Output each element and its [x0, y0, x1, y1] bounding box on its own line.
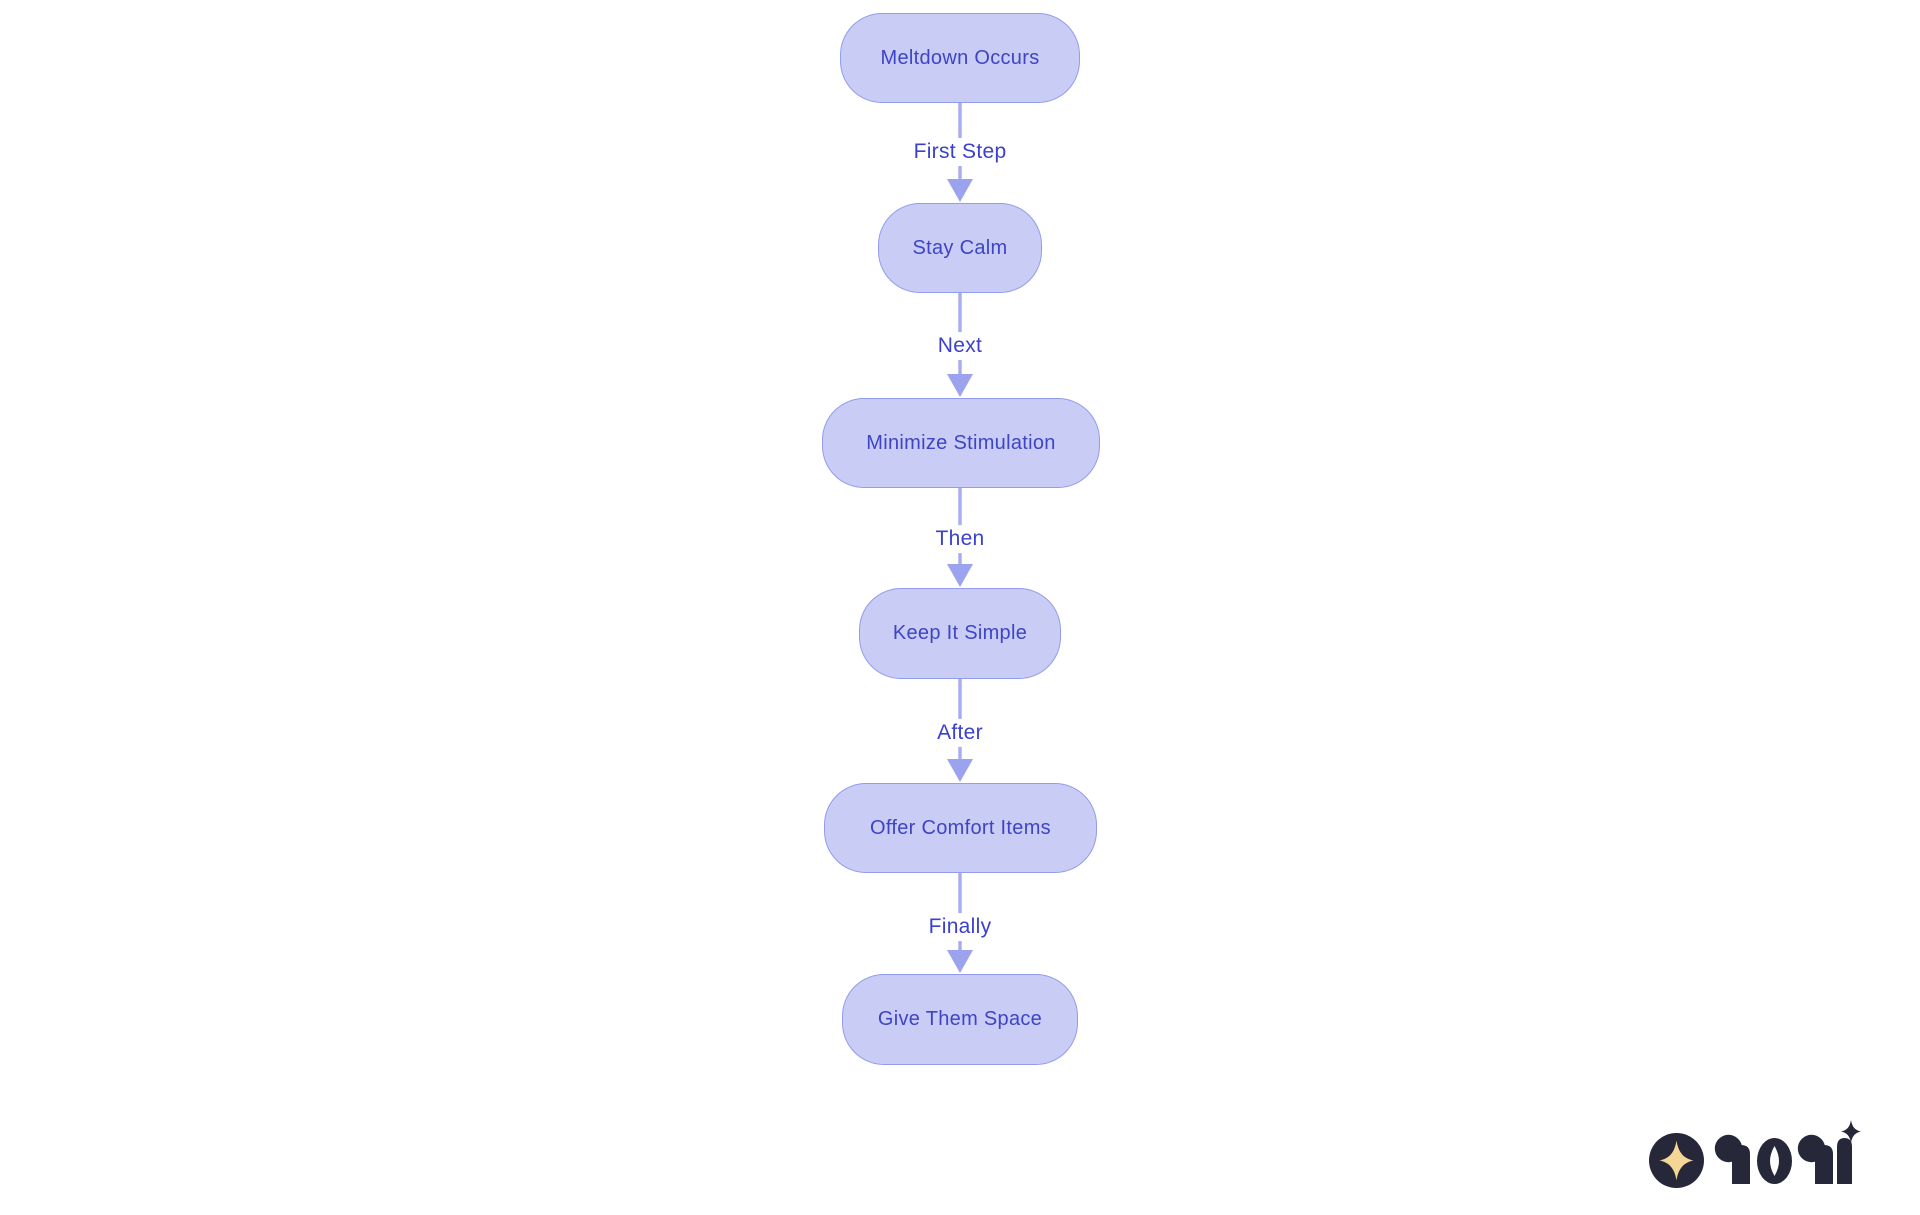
- rori-logo: [1648, 1118, 1878, 1198]
- sparkle-icon: [1841, 1120, 1861, 1143]
- edge-label-finally: Finally: [921, 913, 999, 941]
- flow-node-label: Stay Calm: [912, 236, 1008, 259]
- edge-label-next: Next: [930, 332, 990, 360]
- flow-node-offer-comfort-items: Offer Comfort Items: [824, 783, 1097, 873]
- flow-node-label: Minimize Stimulation: [866, 431, 1056, 454]
- flow-node-minimize-stimulation: Minimize Stimulation: [822, 398, 1100, 488]
- edge-label-then: Then: [928, 525, 992, 553]
- flow-node-give-them-space: Give Them Space: [842, 974, 1078, 1065]
- flow-node-stay-calm: Stay Calm: [878, 203, 1042, 293]
- flow-node-label: Give Them Space: [877, 1008, 1043, 1030]
- flow-node-meltdown-occurs: Meltdown Occurs: [840, 13, 1080, 103]
- flow-node-label: Meltdown Occurs: [880, 46, 1040, 69]
- flow-node-label: Keep It Simple: [892, 622, 1028, 644]
- sparkle-icon: [1659, 1140, 1694, 1181]
- flow-node-label: Offer Comfort Items: [870, 816, 1051, 839]
- rori-wordmark: [1714, 1120, 1861, 1184]
- edge-label-first-step: First Step: [906, 138, 1014, 166]
- flow-node-keep-it-simple: Keep It Simple: [859, 588, 1061, 679]
- edge-label-after: After: [930, 719, 990, 747]
- rori-logo-badge: [1649, 1133, 1704, 1188]
